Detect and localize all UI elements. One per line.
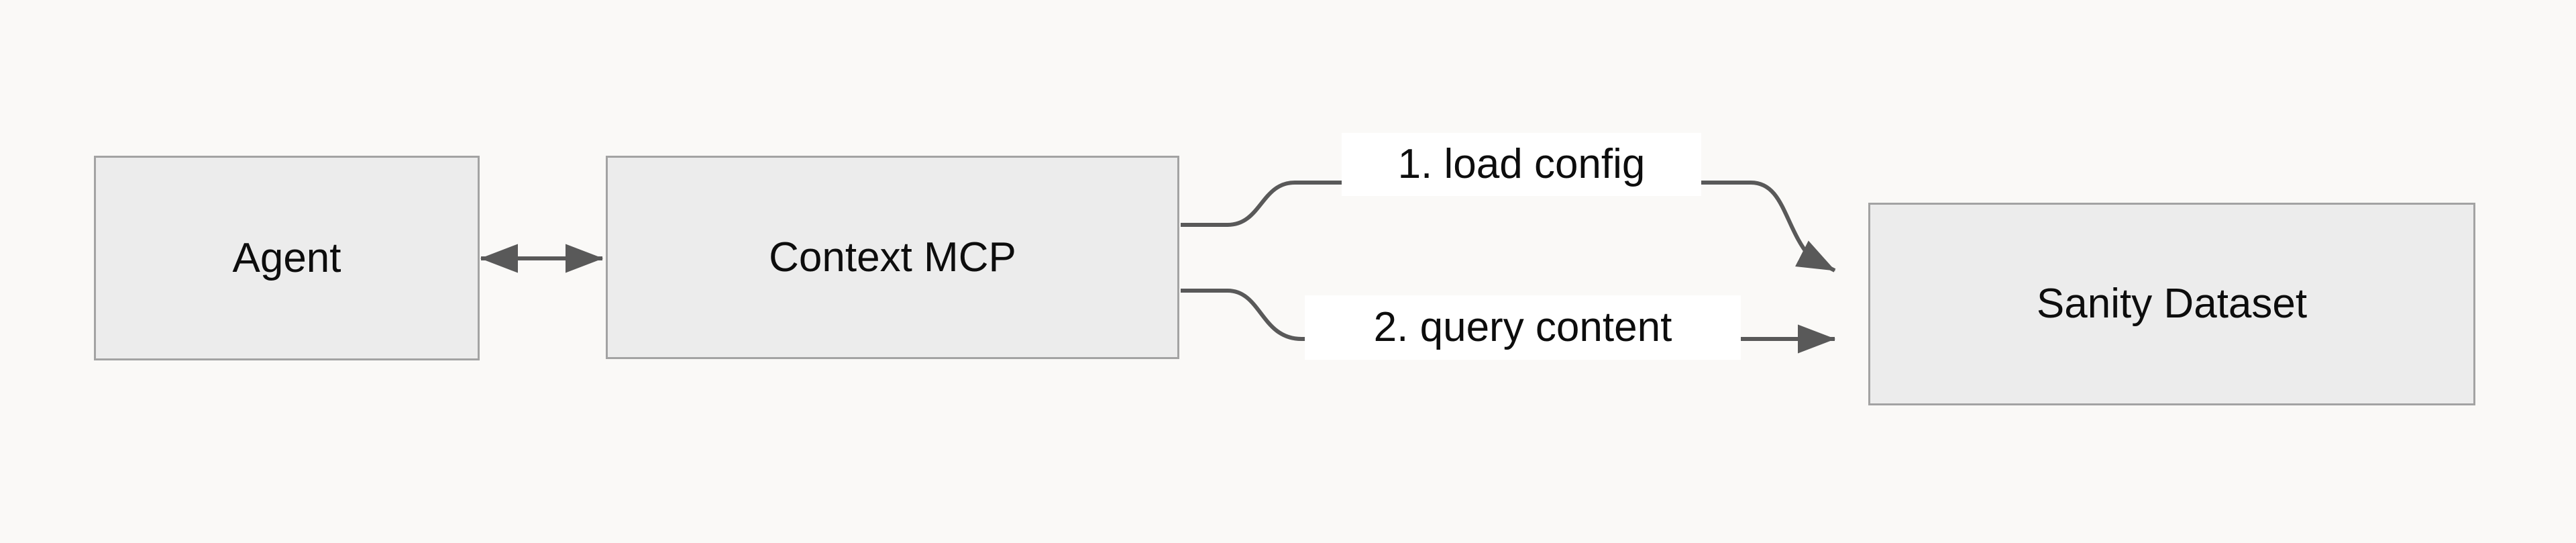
node-sanity-dataset-label: Sanity Dataset [2036, 281, 2308, 327]
edge-label-query-content: 2. query content [1305, 295, 1741, 360]
edge-label-load-config: 1. load config [1342, 133, 1701, 196]
node-agent[interactable]: Agent [94, 156, 480, 360]
node-context-mcp[interactable]: Context MCP [606, 156, 1179, 359]
node-agent-label: Agent [232, 234, 341, 281]
node-context-mcp-label: Context MCP [769, 234, 1016, 281]
node-sanity-dataset[interactable]: Sanity Dataset [1868, 203, 2475, 405]
